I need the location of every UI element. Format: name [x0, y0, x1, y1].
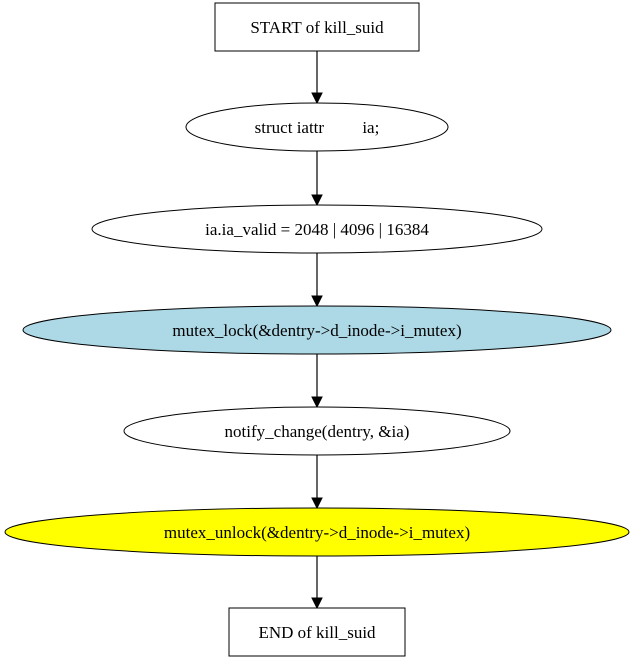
- arrowhead-icon: [311, 396, 323, 409]
- node-ellipse: [4, 507, 630, 557]
- node-label: mutex_unlock(&dentry->d_inode->i_mutex): [164, 523, 470, 542]
- edge-assign-to-lock: [311, 253, 323, 308]
- node-notify: notify_change(dentry, &ia): [123, 406, 511, 456]
- node-box: [214, 2, 420, 52]
- node-label: mutex_lock(&dentry->d_inode->i_mutex): [172, 321, 461, 340]
- arrowhead-icon: [311, 295, 323, 308]
- edge-unlock-to-end: [311, 556, 323, 610]
- edge-decl-to-assign: [311, 151, 323, 207]
- node-lock: mutex_lock(&dentry->d_inode->i_mutex): [22, 305, 612, 355]
- node-ellipse: [22, 305, 612, 355]
- arrowhead-icon: [311, 92, 323, 105]
- node-label: ia.ia_valid = 2048 | 4096 | 16384: [205, 220, 429, 239]
- edge-lock-to-notify: [311, 354, 323, 409]
- node-start: START of kill_suid: [214, 2, 420, 52]
- node-assign: ia.ia_valid = 2048 | 4096 | 16384: [91, 204, 543, 254]
- node-ellipse: [185, 102, 449, 152]
- node-end: END of kill_suid: [228, 607, 406, 657]
- node-ellipse: [123, 406, 511, 456]
- arrowhead-icon: [311, 194, 323, 207]
- node-unlock: mutex_unlock(&dentry->d_inode->i_mutex): [4, 507, 630, 557]
- node-ellipse: [91, 204, 543, 254]
- node-label: notify_change(dentry, &ia): [225, 422, 410, 441]
- edge-notify-to-unlock: [311, 455, 323, 510]
- edge-start-to-decl: [311, 51, 323, 105]
- edges: [311, 51, 323, 610]
- node-label: START of kill_suid: [250, 18, 384, 37]
- arrowhead-icon: [311, 497, 323, 510]
- node-label: struct iattr ia;: [255, 118, 380, 137]
- node-decl: struct iattr ia;: [185, 102, 449, 152]
- node-label: END of kill_suid: [258, 623, 376, 642]
- node-box: [228, 607, 406, 657]
- arrowhead-icon: [311, 597, 323, 610]
